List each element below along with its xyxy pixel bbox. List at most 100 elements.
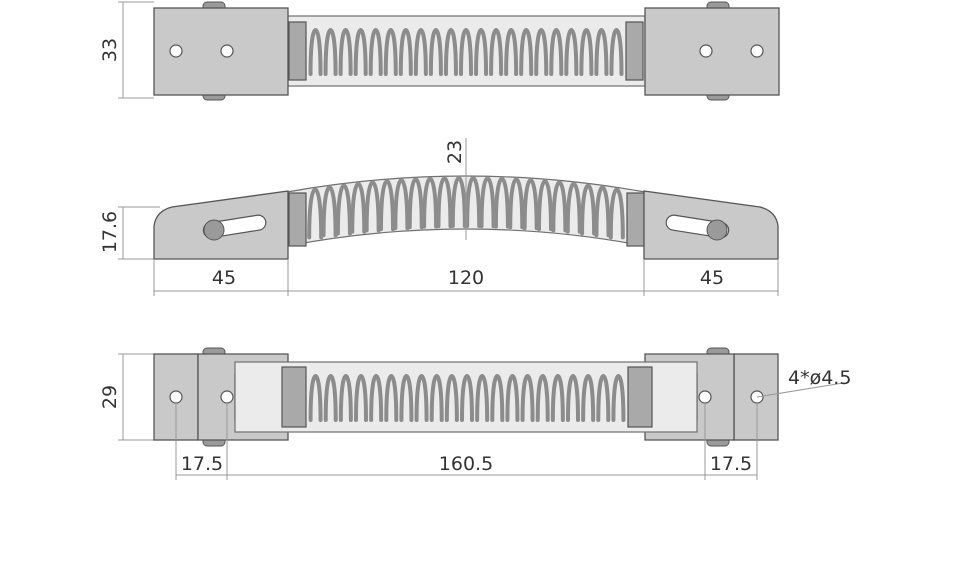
bottom-right-collar <box>627 366 653 428</box>
spring-coil <box>504 27 519 76</box>
spring-coil <box>537 179 553 232</box>
spring-coil <box>338 373 353 422</box>
spring-coil <box>383 27 398 76</box>
spring-coil <box>535 373 550 422</box>
spring-coil <box>551 180 568 233</box>
spring-coil <box>407 177 424 230</box>
spring-coil <box>393 178 410 231</box>
spring-coil <box>609 27 624 76</box>
spring-coil <box>459 27 473 76</box>
spring-coil <box>436 176 453 229</box>
spring-coil <box>534 27 549 76</box>
side-view: 17.6 23 45 120 45 <box>99 138 779 296</box>
top-height-label: 33 <box>99 38 121 62</box>
spring-coil <box>323 27 338 76</box>
spring-coil <box>384 373 399 422</box>
spring-coil <box>308 373 323 422</box>
spring-coil <box>508 177 525 230</box>
spring-coil <box>444 373 459 422</box>
bottom-hole-leader-line <box>756 382 844 398</box>
spring-coil <box>369 373 384 422</box>
spring-coil <box>350 181 367 234</box>
spring-coil <box>489 27 504 76</box>
spring-coil <box>565 181 582 234</box>
spring-coil <box>608 187 625 240</box>
spring-coil <box>579 27 594 76</box>
spring-coil <box>399 373 414 422</box>
spring-coil <box>550 373 565 422</box>
spring-coil <box>429 373 444 422</box>
spring-coil <box>564 27 579 76</box>
side-right-collar <box>626 192 645 247</box>
bottom-view: 29 4*ø4.5 17.5 160.5 17.5 <box>99 347 851 480</box>
bottom-left-hole-label: 17.5 <box>181 453 223 475</box>
spring-coil <box>364 180 381 233</box>
spring-coil <box>611 373 626 422</box>
spring-coil <box>307 187 324 240</box>
side-right-pivot-pin <box>706 219 728 241</box>
spring-coil <box>335 183 352 236</box>
top-left-hole-outer <box>169 44 183 58</box>
bottom-left-hole-outer <box>169 390 183 404</box>
side-left-pivot-pin <box>203 219 225 241</box>
spring-coil <box>479 176 496 229</box>
spring-coil <box>422 176 439 229</box>
spring-coil <box>443 27 458 76</box>
spring-coil <box>493 176 510 229</box>
bottom-holes-label: 4*ø4.5 <box>788 367 851 389</box>
spring-coil <box>379 179 395 232</box>
top-right-hole-inner <box>699 44 713 58</box>
bottom-left-hole-inner <box>220 390 234 404</box>
spring-coil <box>596 373 611 422</box>
spring-coil <box>353 27 368 76</box>
spring-coil <box>580 183 597 236</box>
spring-coil <box>460 373 474 422</box>
spring-coil <box>413 27 428 76</box>
top-right-collar <box>625 21 644 81</box>
top-left-hole-inner <box>220 44 234 58</box>
side-center-length-label: 120 <box>448 267 484 289</box>
side-left-collar <box>288 192 307 247</box>
spring-coil <box>474 27 489 76</box>
top-spring <box>308 27 624 76</box>
spring-coil <box>520 373 535 422</box>
spring-coil <box>475 373 490 422</box>
top-right-hole-outer <box>750 44 764 58</box>
spring-coil <box>465 176 482 229</box>
spring-coil <box>522 178 539 231</box>
spring-coil <box>581 373 596 422</box>
spring-coil <box>338 27 353 76</box>
side-left-length-label: 45 <box>212 267 236 289</box>
side-spring <box>307 176 625 240</box>
spring-coil <box>519 27 534 76</box>
top-view: 33 <box>99 1 780 101</box>
spring-coil <box>354 373 368 422</box>
spring-coil <box>505 373 520 422</box>
spring-coil <box>398 27 413 76</box>
bottom-right-hole-label: 17.5 <box>710 453 752 475</box>
spring-coil <box>428 27 443 76</box>
spring-coil <box>323 373 338 422</box>
spring-coil <box>414 373 429 422</box>
top-handle-tube <box>286 15 646 87</box>
bottom-center-length-label: 160.5 <box>439 453 493 475</box>
bottom-spring <box>308 373 626 422</box>
side-height-label: 17.6 <box>99 211 121 253</box>
bottom-height-label: 29 <box>99 385 121 409</box>
spring-coil <box>549 27 564 76</box>
side-arc-label: 23 <box>444 140 466 164</box>
spring-coil <box>368 27 383 76</box>
spring-coil <box>594 27 609 76</box>
spring-coil <box>566 373 580 422</box>
spring-coil <box>594 185 611 238</box>
bottom-right-hole-inner <box>698 390 712 404</box>
top-left-collar <box>288 21 307 81</box>
spring-coil <box>450 176 467 229</box>
bottom-left-collar <box>281 366 307 428</box>
side-right-length-label: 45 <box>700 267 724 289</box>
spring-coil <box>321 185 338 238</box>
spring-coil <box>490 373 505 422</box>
spring-coil <box>308 27 323 76</box>
